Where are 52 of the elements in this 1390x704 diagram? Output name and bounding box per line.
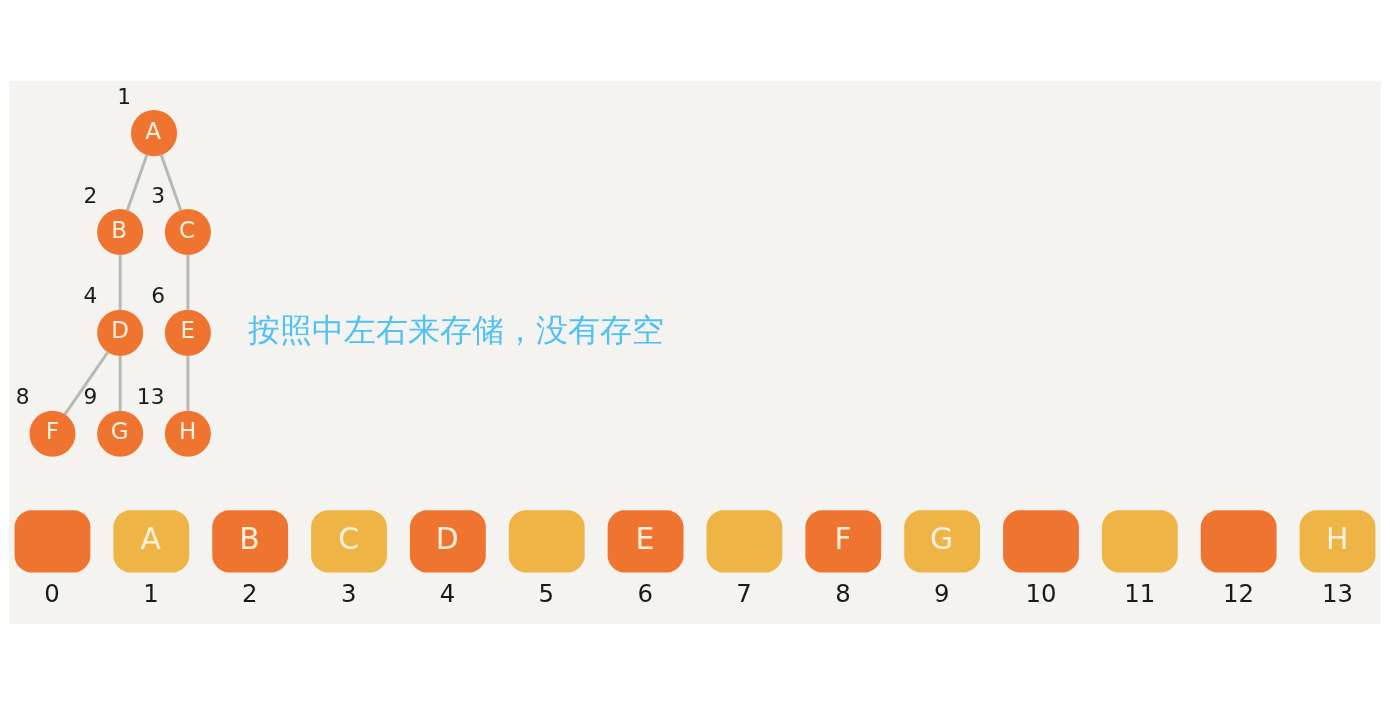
node-circle: H [164, 410, 211, 457]
node-box [706, 509, 783, 573]
node-box [1101, 509, 1178, 573]
node-box [1003, 509, 1079, 573]
node-label: 4 [83, 282, 98, 308]
connector [186, 355, 190, 411]
connector [159, 153, 183, 211]
node-label: 3 [340, 578, 357, 608]
node-label: 12 [1223, 578, 1255, 608]
node-label: 5 [538, 578, 555, 608]
node-label: 2 [242, 578, 258, 608]
node-box: A [113, 509, 190, 573]
node-box [14, 509, 91, 573]
node-label: 13 [1321, 578, 1353, 608]
node-box: E [607, 509, 684, 573]
node-circle: B [97, 208, 144, 255]
node-label: 3 [151, 182, 165, 208]
node-circle: E [164, 309, 211, 356]
node-label: 4 [439, 578, 456, 608]
node-circle: A [131, 109, 178, 156]
node-label: 13 [136, 383, 165, 409]
node-label: 10 [1025, 578, 1057, 608]
node-box [508, 509, 585, 573]
node-box: D [409, 509, 486, 573]
node-box: C [311, 509, 387, 573]
node-box [1200, 509, 1277, 573]
node-label: 2 [83, 182, 98, 208]
connector [186, 254, 190, 310]
node-label: 8 [835, 578, 851, 608]
connector [125, 153, 149, 211]
node-label: 0 [44, 578, 60, 608]
node-box: H [1299, 509, 1376, 573]
node-label: 9 [934, 578, 950, 608]
node-label: 11 [1124, 578, 1156, 608]
node-box: G [904, 509, 981, 573]
connector [118, 254, 122, 310]
node-label: 1 [117, 83, 132, 109]
node-circle: D [97, 309, 144, 356]
node-circle: F [29, 410, 76, 457]
connector [118, 355, 122, 411]
node-box: B [212, 509, 289, 573]
node-label: 1 [143, 578, 159, 608]
connector [63, 350, 110, 415]
node-box: F [805, 509, 882, 573]
node-label: 7 [736, 578, 752, 608]
node-label: 6 [637, 578, 653, 608]
label: 按照中左右来存储，没有存空 [248, 310, 664, 349]
node-label: 8 [15, 383, 30, 409]
node-label: 9 [83, 383, 98, 409]
node-circle: G [97, 410, 144, 457]
node-circle: C [164, 208, 211, 255]
node-label: 6 [151, 282, 165, 308]
